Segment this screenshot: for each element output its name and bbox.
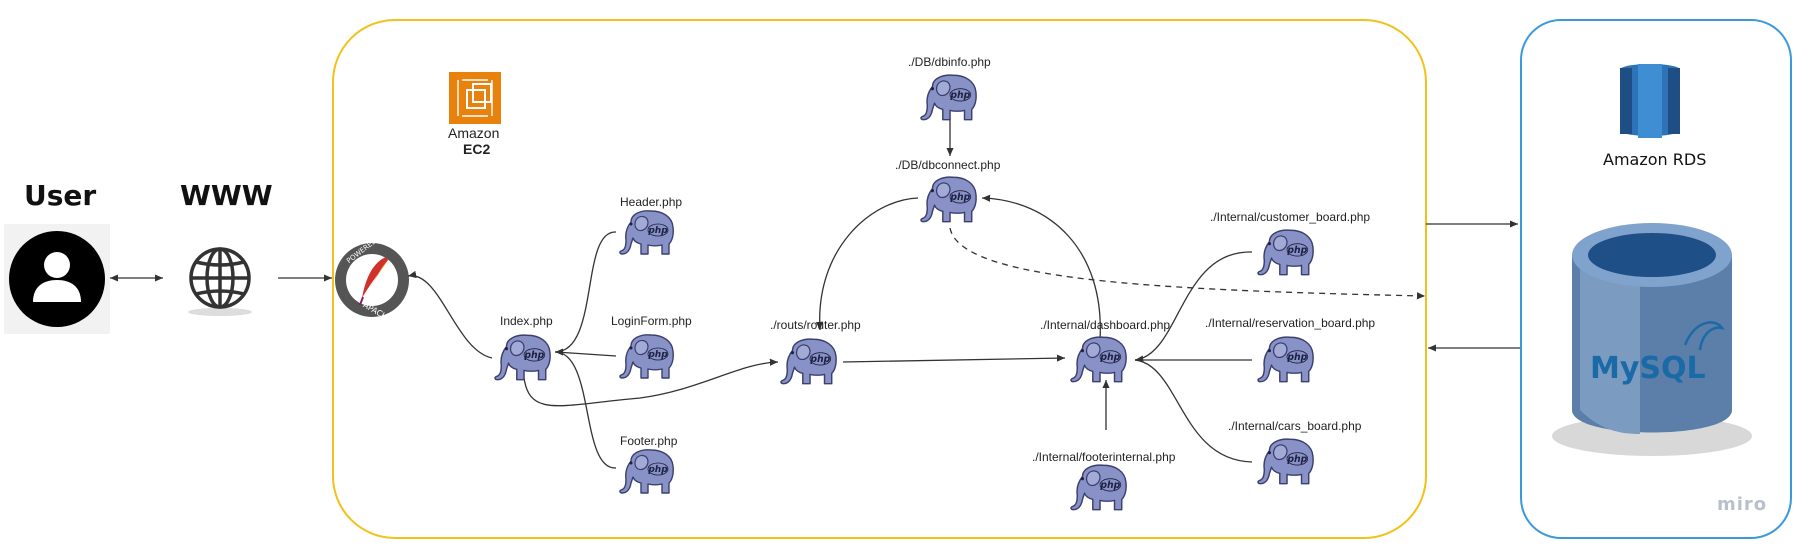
- dashboard-label: ./Internal/dashboard.php: [1040, 318, 1170, 332]
- php-node-dbconnect: ./DB/dbconnect.php: [895, 158, 1001, 223]
- php-node-footer: Footer.php: [619, 434, 678, 494]
- php-node-cars-board: ./Internal/cars_board.php: [1228, 419, 1362, 485]
- dbinfo-label: ./DB/dbinfo.php: [908, 55, 991, 69]
- dbconnect-label: ./DB/dbconnect.php: [895, 158, 1001, 172]
- php-node-index: Index.php: [494, 314, 553, 381]
- miro-watermark: miro: [1717, 494, 1767, 515]
- php-elephant-icon: [920, 176, 977, 223]
- user-title: User: [24, 179, 96, 212]
- header-label: Header.php: [620, 195, 682, 209]
- customer-board-label: ./Internal/customer_board.php: [1210, 210, 1370, 224]
- mysql-logo-text: MySQL: [1590, 351, 1706, 386]
- php-elephant-icon: [920, 74, 977, 121]
- php-node-reservation-board: ./Internal/reservation_board.php: [1205, 316, 1375, 383]
- mysql-cylinder-icon: MySQL: [1552, 223, 1752, 456]
- php-elephant-icon: [1070, 464, 1127, 511]
- ec2-container: [332, 19, 1427, 539]
- php-elephant-icon: [1070, 336, 1127, 383]
- php-elephant-icon: [619, 210, 674, 255]
- php-elephant-icon: [1257, 229, 1314, 276]
- cars-board-label: ./Internal/cars_board.php: [1228, 419, 1362, 433]
- php-elephant-icon: [1257, 336, 1314, 383]
- php-elephant-icon: [494, 334, 551, 381]
- php-node-dbinfo: ./DB/dbinfo.php: [908, 55, 991, 121]
- php-elephant-icon: [619, 334, 674, 379]
- ec2-chip-icon: [449, 72, 501, 124]
- ec2-label-line2: EC2: [463, 141, 490, 157]
- footerinternal-label: ./Internal/footerinternal.php: [1032, 450, 1176, 464]
- php-node-footerinternal: ./Internal/footerinternal.php: [1032, 450, 1176, 511]
- php-elephant-icon: [780, 338, 837, 385]
- php-node-loginform: LoginForm.php: [611, 314, 692, 379]
- www-title: WWW: [180, 179, 273, 212]
- rds-container: [1520, 19, 1792, 539]
- connectors: [110, 118, 1520, 469]
- php-elephant-icon: [1257, 438, 1314, 485]
- loginform-label: LoginForm.php: [611, 314, 692, 328]
- reservation-board-label: ./Internal/reservation_board.php: [1205, 316, 1375, 330]
- php-node-customer-board: ./Internal/customer_board.php: [1210, 210, 1370, 276]
- rds-label: Amazon RDS: [1603, 150, 1706, 169]
- php-node-header: Header.php: [619, 195, 682, 255]
- footer-label: Footer.php: [620, 434, 678, 448]
- ec2-label-line1: Amazon: [448, 125, 499, 141]
- user-avatar-icon: [9, 231, 105, 327]
- php-node-router: ./routs/router.php: [770, 318, 861, 385]
- rds-database-icon: [1620, 64, 1680, 138]
- router-label: ./routs/router.php: [770, 318, 861, 332]
- index-label: Index.php: [500, 314, 553, 328]
- globe-icon: [188, 247, 252, 316]
- php-node-dashboard: ./Internal/dashboard.php: [1040, 318, 1170, 383]
- php-elephant-icon: [619, 449, 674, 494]
- apache-feather-icon: POWERED BY APACHE: [335, 230, 409, 324]
